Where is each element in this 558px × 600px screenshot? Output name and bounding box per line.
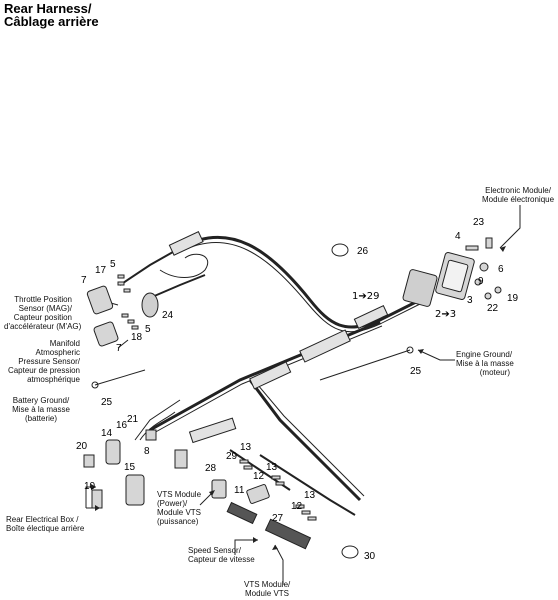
label-vts-module: VTS Module/ Module VTS — [244, 580, 291, 598]
callout-1-to-29: 1➔29 — [352, 291, 380, 302]
cable-tie-26-part — [331, 243, 349, 257]
callout-22: 22 — [487, 303, 499, 314]
label-map-sensor: Manifold Atmospheric Pressure Sensor/ Ca… — [7, 339, 80, 384]
callout-25b: 25 — [410, 366, 422, 377]
callout-12a: 12 — [253, 471, 265, 482]
callout-20: 20 — [76, 441, 88, 452]
callout-14: 14 — [101, 428, 113, 439]
cable-tie-30-part — [341, 545, 359, 559]
callout-30: 30 — [364, 551, 376, 562]
callout-7b: 7 — [116, 343, 122, 354]
callout-6: 6 — [498, 264, 504, 275]
throttle-sensor-part — [141, 292, 159, 318]
label-throttle-sensor: Throttle Position Sensor (MAG)/ Capteur … — [4, 295, 82, 331]
battery-ground-wire — [94, 369, 146, 386]
vts-power-connector-part — [211, 479, 227, 499]
engine-ground-wire — [319, 349, 411, 381]
callout-5b: 5 — [145, 324, 151, 335]
callout-13a: 13 — [240, 442, 252, 453]
callout-3: 3 — [467, 295, 473, 306]
connector-14-part — [105, 439, 121, 465]
vts-module-connector-part — [264, 518, 312, 550]
callout-18: 18 — [131, 332, 143, 343]
callout-13c: 13 — [304, 490, 316, 501]
speed-sensor-connector-part — [226, 501, 258, 525]
connector-21-part — [145, 429, 157, 441]
callout-13b: 13 — [266, 462, 278, 473]
callout-5a: 5 — [110, 259, 116, 270]
label-vts-power: VTS Module (Power)/ Module VTS (puissanc… — [157, 490, 202, 526]
callout-2-to-3: 2➔3 — [435, 309, 457, 320]
throttle-sensor-connector-part — [86, 285, 114, 315]
callout-9: 9 — [478, 276, 484, 287]
callout-4: 4 — [455, 231, 461, 242]
callout-28: 28 — [205, 463, 217, 474]
title-line-1: Rear Harness/ — [4, 1, 92, 16]
title-line-2: Câblage arrière — [4, 14, 99, 29]
connector-15-part — [125, 474, 145, 506]
callout-16: 16 — [116, 420, 128, 431]
callout-10: 10 — [84, 481, 96, 492]
callout-27: 27 — [272, 513, 284, 524]
label-rear-electrical-box: Rear Electrical Box / Boîte électique ar… — [6, 515, 85, 533]
map-sensor-connector-part — [93, 321, 119, 347]
callout-7a: 7 — [81, 275, 87, 286]
harness-sleeve — [299, 329, 351, 363]
electronic-module-part — [402, 252, 475, 307]
callout-21: 21 — [127, 414, 139, 425]
connector-11-part — [246, 484, 270, 504]
callout-11: 11 — [234, 485, 245, 496]
connector-20-part — [83, 454, 95, 468]
callout-26: 26 — [357, 246, 369, 257]
callout-15: 15 — [124, 462, 136, 473]
label-battery-ground: Battery Ground/ Mise à la masse (batteri… — [12, 396, 70, 423]
callout-23: 23 — [473, 217, 485, 228]
callout-25a: 25 — [101, 397, 113, 408]
main-harness — [179, 235, 421, 329]
callout-24: 24 — [162, 310, 174, 321]
page-title: Rear Harness/ Câblage arrière — [4, 2, 99, 28]
label-engine-ground: Engine Ground/ Mise à la masse (moteur) — [456, 350, 514, 377]
label-speed-sensor: Speed Sensor/ Capteur de vitesse — [188, 546, 255, 564]
callout-29: 29 — [226, 451, 238, 462]
callout-12b: 12 — [291, 501, 303, 512]
connector-8-part — [174, 449, 188, 469]
callout-8: 8 — [144, 446, 150, 457]
callout-17: 17 — [95, 265, 107, 276]
connector-10-part — [91, 489, 103, 509]
label-electronic-module: Electronic Module/ Module électronique — [482, 186, 555, 204]
callout-19: 19 — [507, 293, 519, 304]
